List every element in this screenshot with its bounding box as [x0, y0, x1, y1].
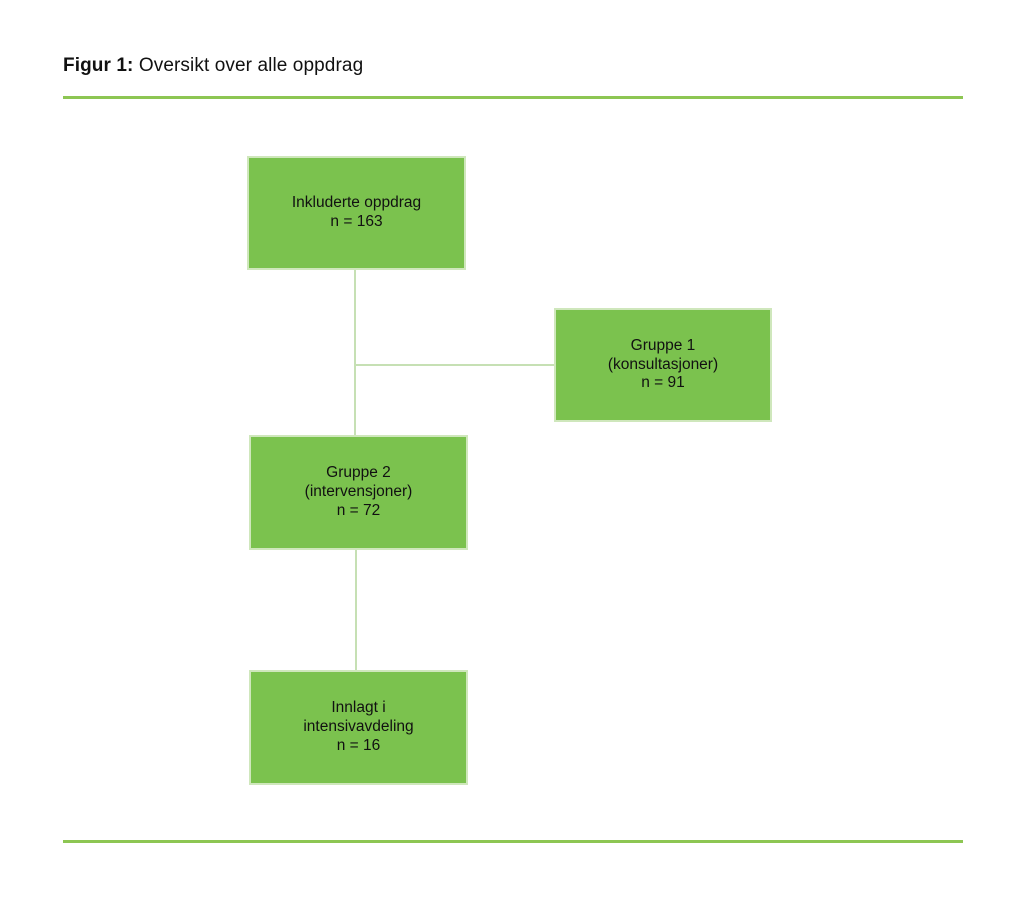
node-count: n = 91: [641, 374, 685, 392]
top-divider-line: [63, 96, 963, 99]
node-label-line: Gruppe 1: [630, 336, 696, 354]
node-count: n = 16: [336, 736, 381, 754]
figure-title: Figur 1: Oversikt over alle oppdrag: [63, 55, 363, 77]
connector-included-to-gruppe2: [354, 270, 356, 435]
node-count: n = 163: [330, 213, 383, 230]
node-gruppe-2: Gruppe 2 (intervensjoner) n = 72: [249, 435, 468, 550]
node-label-line: (intervensjoner): [304, 483, 413, 501]
node-innlagt-i-intensivavdeling: Innlagt i intensivavdeling n = 16: [249, 670, 468, 785]
connector-branch-to-gruppe1: [355, 364, 554, 366]
node-label-line: Inkluderte oppdrag: [291, 194, 422, 212]
node-label-line: Gruppe 2: [326, 464, 391, 482]
figure-title-prefix: Figur 1:: [63, 55, 134, 76]
node-count: n = 72: [336, 501, 381, 519]
connector-gruppe2-to-intensiv: [355, 550, 357, 670]
node-label-line: Innlagt i: [331, 699, 386, 717]
node-label-line: intensivavdeling: [303, 718, 414, 736]
bottom-divider-line: [63, 840, 963, 843]
node-inkluderte-oppdrag: Inkluderte oppdrag n = 163: [247, 156, 466, 270]
node-label-line: (konsultasjoner): [607, 355, 719, 373]
node-gruppe-1: Gruppe 1 (konsultasjoner) n = 91: [554, 308, 772, 422]
figure-title-text: Oversikt over alle oppdrag: [138, 55, 364, 76]
